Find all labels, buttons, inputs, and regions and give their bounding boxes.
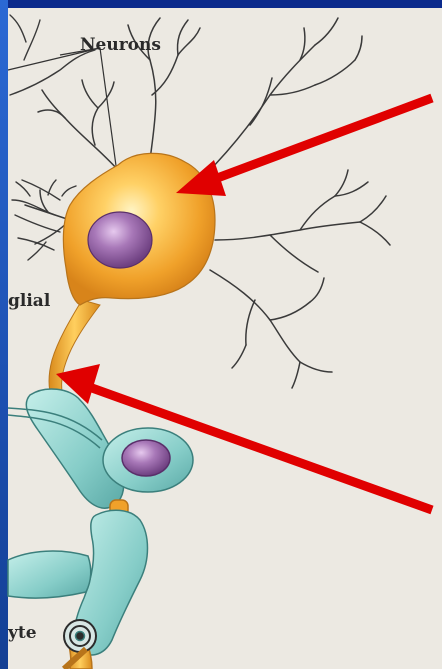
nucleus — [88, 212, 152, 268]
arrow-to-soma — [176, 98, 432, 196]
glial-label: glial — [8, 291, 51, 311]
neurons-label: Neurons — [80, 35, 161, 55]
neurons-leader-lines — [8, 48, 120, 195]
oligodendrocyte-label: yte — [7, 623, 37, 643]
